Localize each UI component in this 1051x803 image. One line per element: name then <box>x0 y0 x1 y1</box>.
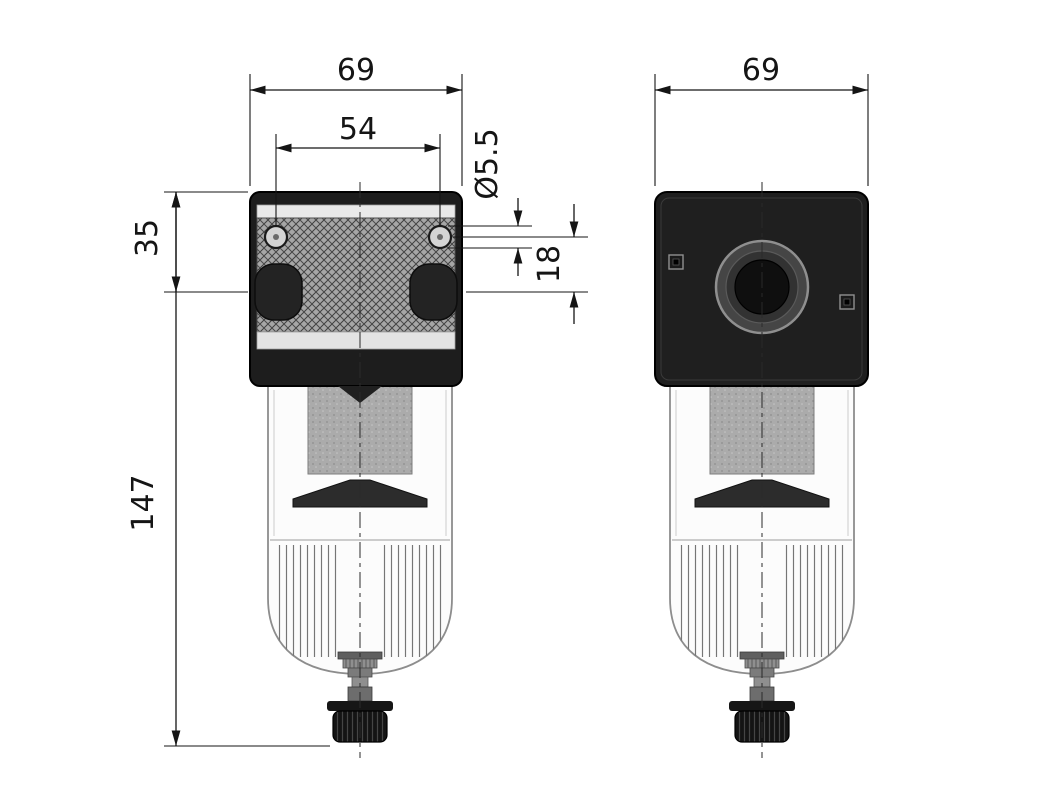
dim-side-width: 69 <box>654 53 869 186</box>
port-right <box>409 263 458 321</box>
dim-hole-diameter: Ø5.5 <box>448 128 532 276</box>
dim-label-hole-diameter: Ø5.5 <box>470 128 505 199</box>
side-detail-square-right-inner <box>843 298 851 306</box>
side-view: 69 <box>654 53 869 758</box>
dim-top-offset: 35 <box>130 191 248 293</box>
head-top-band <box>256 204 456 219</box>
mounting-hole-right-center <box>437 234 443 240</box>
dim-label-port-offset: 18 <box>532 245 567 283</box>
dim-hole-spacing: 54 <box>275 112 441 226</box>
dim-port-offset: 18 <box>453 204 588 324</box>
front-view: 69 54 Ø5.5 18 <box>126 53 588 758</box>
dim-label-overall-height: 147 <box>126 474 161 531</box>
dim-overall-height: 147 <box>126 192 330 747</box>
head-bottom-band <box>256 331 456 350</box>
dim-label-side-width: 69 <box>742 53 780 88</box>
dim-front-width: 69 <box>249 53 463 186</box>
dim-label-front-width: 69 <box>337 53 375 88</box>
side-detail-square-left-inner <box>672 258 680 266</box>
dim-label-hole-spacing: 54 <box>339 112 377 147</box>
front-head <box>249 191 463 403</box>
dim-label-top-offset: 35 <box>130 219 165 257</box>
mounting-hole-left-center <box>273 234 279 240</box>
port-left <box>254 263 303 321</box>
